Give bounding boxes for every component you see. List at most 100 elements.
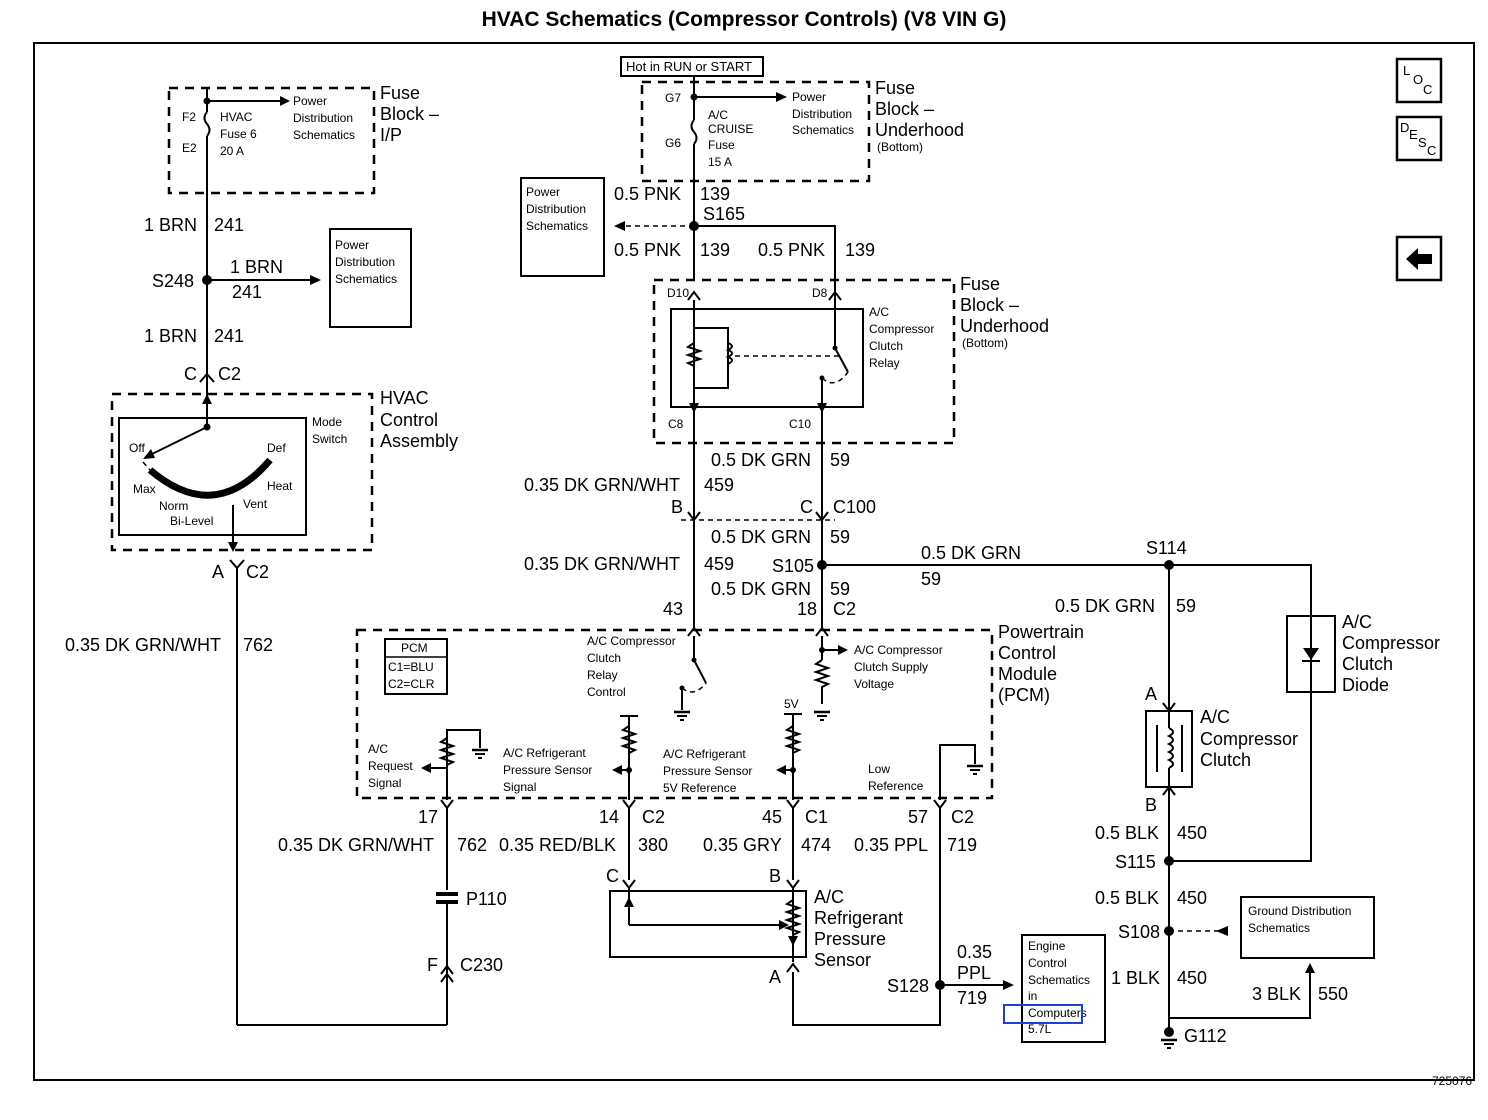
svg-text:C: C [800,497,813,517]
svg-text:Assembly: Assembly [380,431,458,451]
ground-icon [1161,1038,1177,1049]
loc-button[interactable]: L O C [1395,57,1443,104]
svg-text:0.35 RED/BLK: 0.35 RED/BLK [499,835,616,855]
svg-text:139: 139 [845,240,875,260]
svg-text:E2: E2 [182,141,197,155]
ground-distribution-ref-box[interactable] [1240,896,1375,959]
hvac-control-name: HVAC [380,388,429,408]
svg-text:Module: Module [998,664,1057,684]
svg-text:Block –: Block – [875,99,934,119]
svg-text:D: D [1400,120,1409,135]
svg-text:459: 459 [704,475,734,495]
fuse-icon [203,111,211,137]
svg-text:15 A: 15 A [708,155,732,169]
svg-text:Power: Power [792,90,826,104]
back-button[interactable] [1395,235,1443,282]
svg-text:139: 139 [700,184,730,204]
svg-text:14: 14 [599,807,619,827]
svg-text:A/C Refrigerant: A/C Refrigerant [663,747,746,761]
svg-text:C2: C2 [951,807,974,827]
svg-text:59: 59 [1176,596,1196,616]
svg-text:(Bottom): (Bottom) [877,140,923,154]
fuse-block-underhood-relay-box [652,278,956,445]
svg-text:L: L [1403,63,1410,78]
svg-text:Schematics: Schematics [335,272,397,286]
svg-text:G6: G6 [665,136,681,150]
svg-text:Fuse 6: Fuse 6 [220,127,257,141]
svg-text:G112: G112 [1184,1026,1227,1046]
svg-text:Distribution: Distribution [526,202,586,216]
svg-text:Switch: Switch [312,432,347,446]
svg-text:474: 474 [801,835,831,855]
svg-text:0.5 BLK: 0.5 BLK [1095,888,1159,908]
svg-text:A/C Refrigerant: A/C Refrigerant [503,746,586,760]
svg-text:B: B [671,497,683,517]
svg-text:0.5 DK GRN: 0.5 DK GRN [1055,596,1155,616]
svg-text:Power: Power [335,238,369,252]
svg-text:A: A [1145,684,1157,704]
svg-text:380: 380 [638,835,668,855]
svg-text:C2: C2 [833,599,856,619]
svg-text:Clutch: Clutch [1342,654,1393,674]
svg-text:43: 43 [663,599,683,619]
svg-text:Vent: Vent [243,497,268,511]
pd-ref-left-box[interactable] [329,228,412,328]
svg-text:Schematics: Schematics [293,128,355,142]
svg-text:Voltage: Voltage [854,677,894,691]
ground-icon [472,748,488,759]
svg-text:Control: Control [587,685,626,699]
svg-text:Power: Power [293,94,327,108]
svg-text:0.35 DK GRN/WHT: 0.35 DK GRN/WHT [524,475,680,495]
svg-text:0.35: 0.35 [957,942,992,962]
svg-text:C1: C1 [805,807,828,827]
svg-text:in: in [1028,989,1037,1003]
svg-text:Clutch: Clutch [587,651,621,665]
diode-icon [1303,648,1319,660]
svg-text:57: 57 [908,807,928,827]
svg-text:20 A: 20 A [220,144,244,158]
svg-text:F: F [427,955,438,975]
svg-text:Sensor: Sensor [814,950,871,970]
svg-text:P110: P110 [466,889,507,909]
svg-text:Diode: Diode [1342,675,1389,695]
svg-text:450: 450 [1177,823,1207,843]
svg-text:0.5 DK GRN: 0.5 DK GRN [711,579,811,599]
svg-text:Control: Control [998,643,1056,663]
back-arrow-icon [1406,248,1432,270]
svg-text:(Bottom): (Bottom) [962,336,1008,350]
svg-text:0.5 BLK: 0.5 BLK [1095,823,1159,843]
page-title: HVAC Schematics (Compressor Controls) (V… [481,8,1007,31]
svg-text:Power: Power [526,185,560,199]
svg-text:D10: D10 [667,286,689,300]
svg-text:1 BRN: 1 BRN [144,326,197,346]
computers-link[interactable]: Computers [1003,1004,1087,1024]
diagram-frame [33,42,1475,1081]
svg-text:0.35 DK GRN/WHT: 0.35 DK GRN/WHT [524,554,680,574]
svg-text:45: 45 [762,807,782,827]
ground-icon [814,710,830,721]
svg-text:Schematics: Schematics [1248,921,1310,935]
svg-text:S108: S108 [1118,922,1160,942]
svg-text:A/C: A/C [869,305,889,319]
desc-button[interactable]: D E S C [1395,115,1443,162]
svg-text:18: 18 [797,599,817,619]
svg-text:C: C [606,866,619,886]
svg-text:A/C: A/C [1342,612,1372,632]
svg-text:Bi-Level: Bi-Level [170,514,213,528]
svg-text:A/C: A/C [1200,707,1230,727]
svg-text:762: 762 [457,835,487,855]
svg-text:Schematics: Schematics [526,219,588,233]
pd-ref-mid-box[interactable] [520,177,605,277]
pcm-legend [384,638,448,695]
svg-text:Underhood: Underhood [875,120,964,140]
svg-text:0.5 PNK: 0.5 PNK [614,240,681,260]
connector-p110 [436,892,458,904]
svg-text:G7: G7 [665,91,681,105]
svg-text:Fuse: Fuse [708,138,735,152]
svg-text:0.35 PPL: 0.35 PPL [854,835,928,855]
svg-text:E: E [1409,127,1418,142]
svg-text:Control: Control [1028,956,1067,970]
svg-text:762: 762 [243,635,273,655]
svg-text:241: 241 [214,326,244,346]
svg-text:C2: C2 [642,807,665,827]
